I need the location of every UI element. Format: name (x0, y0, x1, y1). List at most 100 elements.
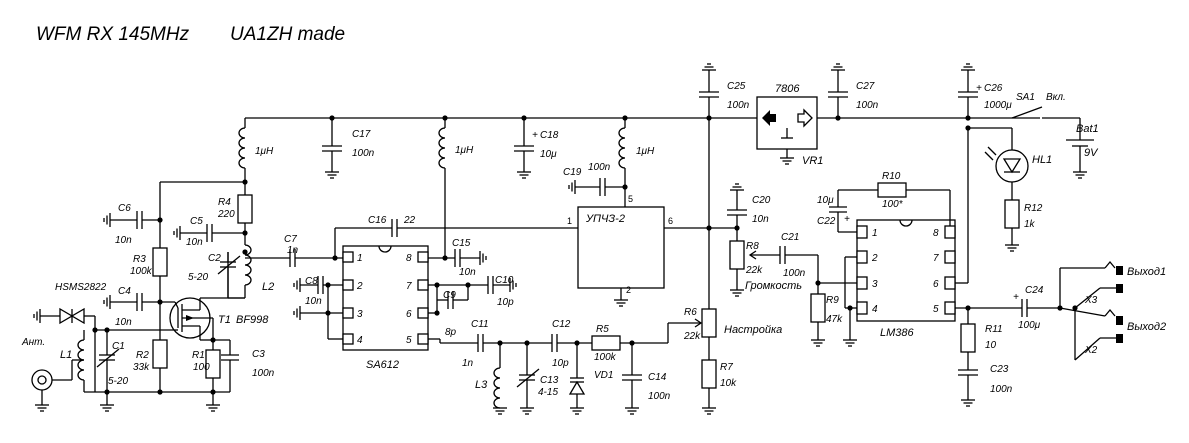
r11-value: 10 (985, 340, 997, 351)
l3-ref: L3 (475, 379, 488, 391)
capacitor-c22: + 10μ C22 (817, 190, 857, 233)
c7-ref: C7 (284, 234, 297, 245)
resistor-r1: R1 100 (192, 318, 221, 392)
c7-value: 1n (287, 245, 299, 256)
capacitor-c27: C27 100n (828, 63, 879, 118)
capacitor-c26: + C26 1000μ (958, 63, 1012, 118)
c9-value: 8p (445, 327, 457, 338)
c10-value: 10p (497, 297, 514, 308)
r5-ref: R5 (596, 324, 609, 335)
c13-ref: C13 (540, 375, 559, 386)
resistor-r11: R11 10 (960, 308, 1003, 370)
c19-ref: C19 (563, 167, 582, 178)
c26-value: 1000μ (984, 100, 1012, 111)
c14-ref: C14 (648, 372, 667, 383)
upch-pin6: 6 (668, 216, 673, 226)
choke-2: 1μH (438, 118, 474, 258)
r9-ref: R9 (826, 295, 839, 306)
c10-ref: C10 (495, 275, 514, 286)
c22-value: 10μ (817, 195, 834, 206)
c27-ref: C27 (856, 81, 875, 92)
lm386-pin8: 8 (933, 228, 939, 239)
c12-value: 10p (552, 358, 569, 369)
c5-ref: C5 (190, 216, 203, 227)
choke-2-value: 1μH (455, 145, 474, 156)
r6-ref: R6 (684, 307, 697, 318)
c16-ref: C16 (368, 215, 387, 226)
c21-ref: C21 (781, 232, 799, 243)
capacitor-c16: C16 22 (332, 215, 578, 261)
capacitor-c24: + C24 100μ (1013, 285, 1060, 331)
c11-ref: C11 (471, 319, 489, 330)
upch-label: УПЧЗ-2 (585, 213, 625, 225)
c3-ref: C3 (252, 349, 265, 360)
capacitor-c21: C21 100n (748, 232, 818, 279)
c23-value: 100n (990, 384, 1013, 395)
varicap-vd1: VD1 (568, 343, 613, 415)
sa612-pin8: 8 (406, 253, 412, 264)
antenna-connector: Aнт. (21, 337, 84, 412)
choke-3: 1μH (618, 118, 655, 207)
resistor-r7: R7 10k (701, 359, 737, 415)
r1-value: 100 (193, 362, 210, 373)
r2-ref: R2 (136, 350, 149, 361)
c24-value: 100μ (1018, 320, 1041, 331)
c8-value: 10n (305, 296, 322, 307)
capacitor-c25: C25 100n (699, 63, 750, 118)
sa1-ref: SA1 (1016, 92, 1035, 103)
r4-value: 220 (217, 209, 235, 220)
capacitor-c3: C3 100n (213, 339, 275, 392)
sa612-pin5: 5 (406, 335, 412, 346)
upch-pin1: 1 (567, 216, 572, 226)
bat1-value: 9V (1084, 147, 1099, 159)
c25-ref: C25 (727, 81, 746, 92)
c15-value: 10n (459, 267, 476, 278)
r5-value: 100k (594, 352, 617, 363)
c2-value: 5-20 (188, 272, 208, 283)
c23-ref: C23 (990, 364, 1009, 375)
capacitor-c8: C8 10n (293, 276, 343, 307)
c20-ref: C20 (752, 195, 771, 206)
capacitor-c15: C15 10n (428, 238, 487, 278)
c22-plus: + (844, 214, 850, 225)
r8-ref: R8 (746, 241, 759, 252)
sa612-pin4: 4 (357, 335, 363, 346)
sa612-pin1: 1 (357, 253, 363, 264)
coil-l1: L1 (60, 330, 230, 393)
regulator-vr1: 7806 VR1 (756, 83, 823, 167)
c4-ref: C4 (118, 286, 131, 297)
c18-plus: + (532, 130, 538, 141)
resistor-r5: R5 100k (591, 324, 668, 363)
r3-value: 100k (130, 266, 153, 277)
c9-ref: C9 (443, 290, 456, 301)
lm386-pin3: 3 (872, 279, 878, 290)
c2-ref: C2 (208, 253, 221, 264)
ic-lm386: 1 2 3 4 5 6 7 8 LM386 (856, 219, 956, 339)
capacitor-c6: C6 10n (103, 203, 163, 246)
trimmer-c13: C13 4-15 (516, 343, 559, 415)
capacitor-c4: C4 10n (103, 286, 175, 328)
lm386-pin1: 1 (872, 228, 878, 239)
c26-ref: C26 (984, 83, 1003, 94)
hsms2822-ref: HSMS2822 (55, 282, 107, 293)
sa612-label: SA612 (366, 359, 399, 371)
c19-value: 100n (588, 162, 611, 173)
c6-value: 10n (115, 235, 132, 246)
c24-ref: C24 (1025, 285, 1044, 296)
schematic-title: WFM RX 145MHz (36, 24, 190, 45)
vr1-type: 7806 (775, 83, 800, 95)
c18-ref: C18 (540, 130, 559, 141)
capacitor-c5: C5 10n (173, 216, 248, 248)
r9-value: 47k (826, 314, 843, 325)
choke-1-value: 1μH (255, 146, 274, 157)
r6-label: Настройка (724, 324, 782, 336)
schematic-author: UA1ZH made (230, 24, 345, 45)
transistor-t1: T1 BF998 (169, 297, 269, 341)
choke-1: 1μH (238, 118, 274, 182)
potentiometer-r6: R6 22k Настройка (683, 307, 782, 342)
out2-label: Выход2 (1127, 321, 1166, 333)
c15-ref: C15 (452, 238, 471, 249)
resistor-r4: R4 220 (217, 194, 253, 224)
c1-value: 5-20 (108, 376, 128, 387)
antenna-label: Aнт. (21, 337, 45, 348)
